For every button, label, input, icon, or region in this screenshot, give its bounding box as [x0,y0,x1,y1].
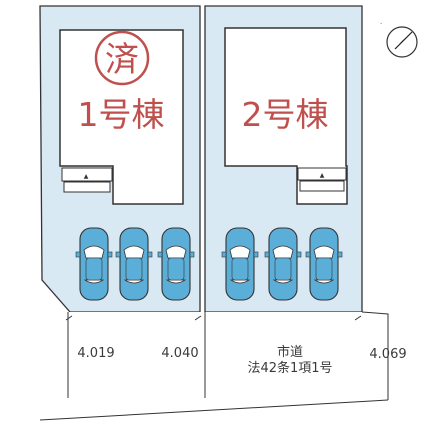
road-name: 市道 [277,344,303,360]
dimension-tick [65,315,73,321]
lot-2-building-label: 2号棟 [242,95,329,134]
car-icon [305,227,343,301]
sold-stamp: 済 [94,30,150,86]
lot-1-entrance-step [61,167,113,182]
lot-2-building-outline [224,27,348,205]
car-icon [221,227,259,301]
road-width-label: 4.040 [161,346,198,361]
lot-2-step-marker: ▲ [320,172,325,179]
road-width-label: 4.069 [369,347,406,362]
car-icon [157,227,195,301]
road-area [40,312,388,420]
road-width-label: 4.019 [77,346,114,361]
car-icon [115,227,153,301]
dimension-tick [354,315,362,321]
car-icon [264,227,302,301]
dimension-tick [194,315,202,321]
lot-2-entrance-step [297,167,347,181]
north-arrow-icon: · [380,20,418,58]
lot-1-entrance-step [63,181,111,193]
road: 4.019 4.040 4.069 市道 法42条1項1号 [39,311,407,421]
road-edge-bottom [39,399,389,421]
lot-1-building-outline [59,29,184,205]
road-designation: 法42条1項1号 [247,360,332,376]
lot-1-step-marker: ▲ [84,173,89,180]
sold-stamp-text: 済 [105,40,139,80]
svg-text:·: · [380,20,382,28]
parking-cars [75,227,343,301]
lot-1-building-label: 1号棟 [78,95,165,134]
car-icon [75,227,113,301]
road-edge-right [361,311,389,400]
lot-2-entrance-step [299,180,345,192]
